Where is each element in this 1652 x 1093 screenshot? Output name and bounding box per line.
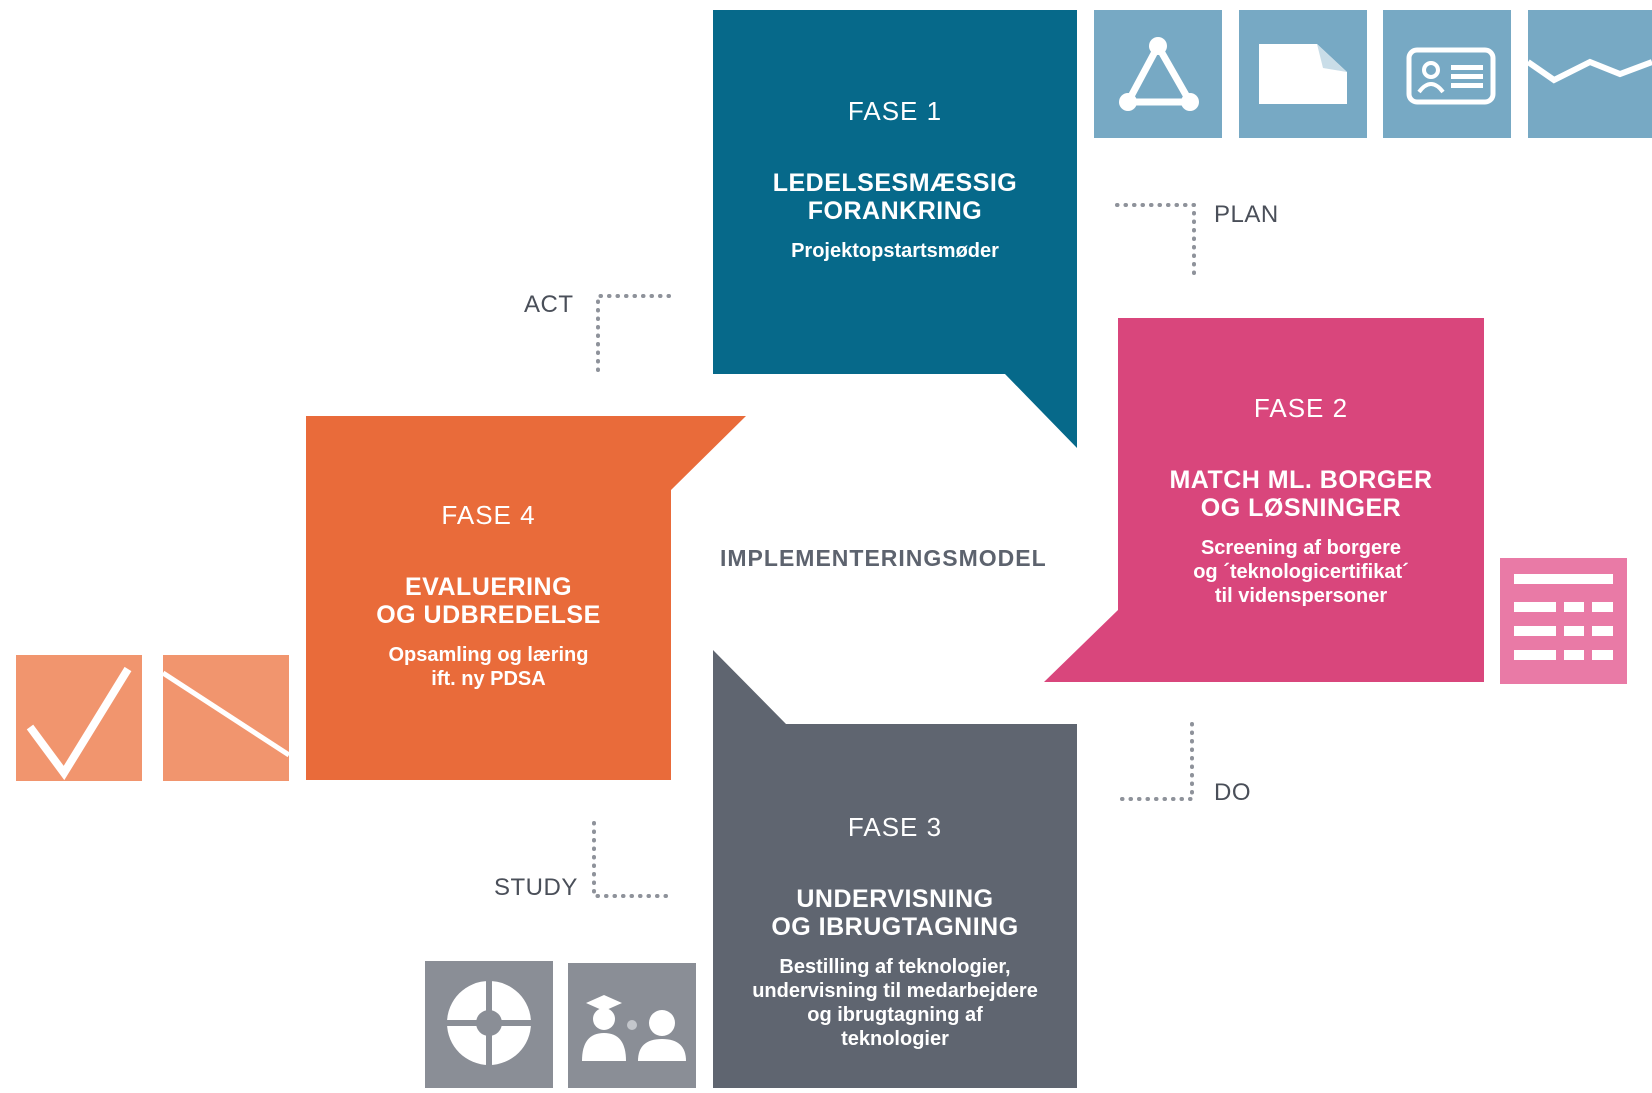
fase2-title-line1: MATCH ML. BORGER (1169, 466, 1433, 494)
fase3-sub-line: teknologier (841, 1028, 949, 1050)
plan-connector (1115, 203, 1196, 280)
fase4-sub-line: ift. ny PDSA (431, 668, 546, 690)
fase1-label: FASE 1 (847, 96, 943, 126)
fase1-block (713, 10, 1077, 448)
fase4-title-line1: EVALUERING (404, 573, 573, 601)
target-icon (425, 961, 553, 1088)
fase3-sub-line: undervisning til medarbejdere (752, 980, 1038, 1002)
fase1-sub-line: Projektopstartsmøder (791, 240, 999, 262)
fase3-sub-line: og ibrugtagning af (807, 1004, 983, 1026)
network-triangle-icon (1094, 10, 1222, 138)
fase1-sub: Projektopstartsmøder (713, 239, 1077, 263)
act-label: ACT (524, 291, 574, 318)
center-title: IMPLEMENTERINGSMODEL (720, 545, 1047, 571)
plan-label: PLAN (1214, 201, 1279, 228)
study-label: STUDY (494, 874, 578, 901)
fase4-block (306, 416, 746, 780)
fase2-title-line2: OG LØSNINGER (1200, 494, 1402, 522)
fase1-text: FASE 1 LEDELSESMÆSSIG FORANKRING Projekt… (713, 96, 1077, 263)
fase1-title-line1: LEDELSESMÆSSIG (772, 169, 1018, 197)
document-icon (1239, 10, 1367, 138)
study-connector (592, 821, 672, 898)
chart-line-icon (1526, 10, 1652, 138)
fase3-title-line1: UNDERVISNING (796, 885, 994, 913)
act-connector (596, 294, 672, 372)
fase3-sub-line: Bestilling af teknologier, (779, 956, 1011, 978)
fase4-sub: Opsamling og læring ift. ny PDSA (306, 643, 671, 691)
fase2-sub-line: Screening af borgere (1200, 537, 1402, 559)
fase2-sub-line: og ´teknologicertifikat´ (1193, 561, 1409, 583)
id-card-icon (1383, 10, 1511, 138)
fase2-label: FASE 2 (1253, 393, 1349, 423)
fase3-label: FASE 3 (847, 812, 943, 842)
fase1-title-line2: FORANKRING (807, 197, 983, 225)
fase3-text: FASE 3 UNDERVISNING OG IBRUGTAGNING Best… (713, 812, 1077, 1051)
fase4-title-line2: OG UDBREDELSE (376, 601, 601, 629)
fase3-title-line2: OG IBRUGTAGNING (771, 913, 1019, 941)
table-icon (1500, 558, 1627, 684)
diagonal-line-icon (161, 655, 291, 781)
do-connector (1117, 722, 1194, 801)
fase4-text: FASE 4 EVALUERING OG UDBREDELSE Opsamlin… (306, 500, 671, 691)
fase2-sub: Screening af borgere og ´teknologicertif… (1118, 536, 1484, 608)
fase2-text: FASE 2 MATCH ML. BORGER OG LØSNINGER Scr… (1118, 393, 1484, 608)
fase3-block (713, 650, 1077, 1088)
fase2-block (1044, 318, 1484, 682)
teacher-student-icon (568, 963, 696, 1088)
do-label: DO (1214, 779, 1251, 806)
fase2-sub-line: til videnspersoner (1214, 585, 1388, 607)
fase4-label: FASE 4 (441, 500, 536, 530)
fase4-sub-line: Opsamling og læring (388, 644, 589, 666)
fase3-sub: Bestilling af teknologier, undervisning … (713, 955, 1077, 1051)
checkmark-icon (16, 655, 142, 781)
